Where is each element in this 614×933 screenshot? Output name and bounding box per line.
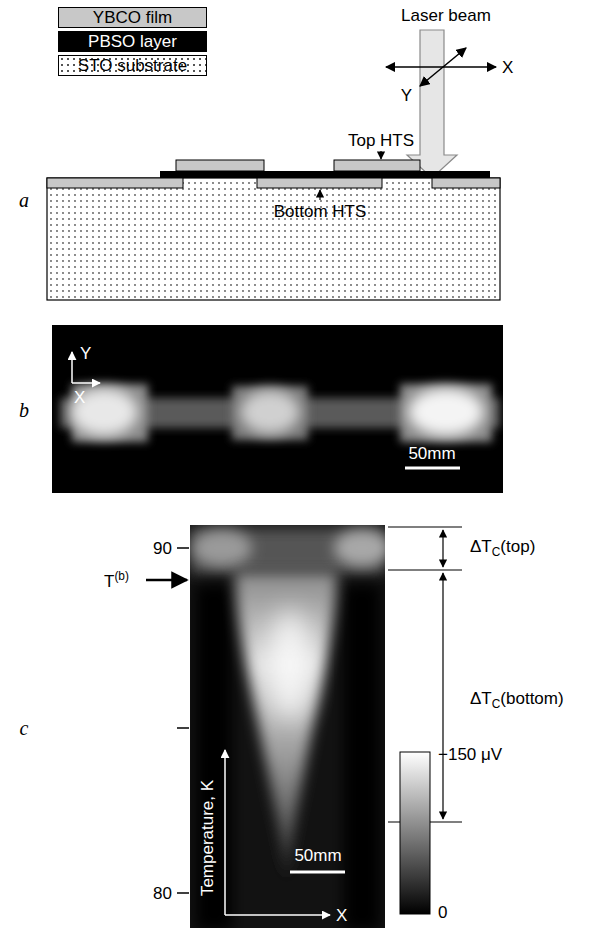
range-label: ΔTC(bottom) — [470, 690, 564, 710]
colorbar — [400, 752, 430, 914]
range-label: ΔTC(top) — [470, 538, 535, 558]
layer-label: Top HTS — [348, 132, 414, 149]
legend-swatch: STO substrate — [58, 55, 207, 76]
label-text: X — [502, 58, 513, 77]
panel-letter: a — [19, 190, 29, 210]
scale-bar — [405, 467, 460, 470]
colorbar-label: 0 — [438, 904, 447, 921]
axis-title: Temperature, K — [199, 780, 216, 896]
legend-swatch: YBCO film — [58, 7, 207, 28]
leader-lines — [320, 151, 381, 200]
axes-a — [386, 48, 496, 86]
label-text: C — [492, 544, 501, 558]
label-text: 90 — [153, 539, 172, 558]
label-text: Y — [80, 344, 91, 363]
label-text: 50mm — [294, 846, 341, 865]
label-text: 80 — [153, 884, 172, 903]
label-text: b — [19, 399, 29, 421]
label-text: 50mm — [408, 444, 455, 463]
layer-label: Bottom HTS — [274, 203, 367, 220]
label-text: (b) — [114, 569, 129, 583]
label-text: X — [336, 906, 347, 925]
label-text: Bottom HTS — [274, 202, 367, 221]
scale-label: 50mm — [408, 445, 455, 462]
label-text: a — [19, 189, 29, 211]
legend-text: STO substrate — [78, 57, 187, 74]
label-text: −150 μV — [438, 745, 502, 764]
label-text: 0 — [438, 903, 447, 922]
beam-label: Laser beam — [401, 7, 491, 24]
legend-text: PBSO layer — [88, 33, 177, 50]
scale-label: 50mm — [294, 847, 341, 864]
label-text: C — [492, 696, 501, 710]
cross-section — [47, 160, 500, 300]
colorbar-label: −150 μV — [438, 746, 502, 763]
axis-label: Y — [401, 87, 412, 104]
axis-label: X — [336, 907, 347, 924]
label-text: ΔT — [470, 537, 492, 556]
label-text: T — [104, 571, 114, 590]
label-text: X — [74, 388, 85, 407]
label-text: c — [20, 717, 29, 739]
legend-swatch: PBSO layer — [58, 31, 207, 52]
axes-c — [225, 750, 345, 915]
label-text: Temperature, K — [198, 780, 217, 896]
temperature-marker: T(b) — [104, 571, 129, 590]
label-text: Y — [401, 86, 412, 105]
axis-label: X — [74, 389, 85, 406]
label-text: ΔT — [470, 689, 492, 708]
label-text: Top HTS — [348, 131, 414, 150]
image-b — [52, 325, 503, 493]
label-text: Laser beam — [401, 6, 491, 25]
tick-label: 90 — [153, 540, 172, 557]
axis-label: Y — [80, 345, 91, 362]
axes-b — [72, 352, 460, 468]
panel-letter: b — [19, 400, 29, 420]
ticks-c — [146, 548, 189, 893]
label-text: (bottom) — [500, 689, 563, 708]
axis-label: X — [502, 59, 513, 76]
label-text: (top) — [500, 537, 535, 556]
image-c — [190, 525, 385, 928]
tick-label: 80 — [153, 885, 172, 902]
legend-text: YBCO film — [93, 9, 172, 26]
laser-arrow — [407, 30, 457, 178]
panel-letter: c — [20, 718, 29, 738]
scale-bar — [290, 871, 345, 874]
